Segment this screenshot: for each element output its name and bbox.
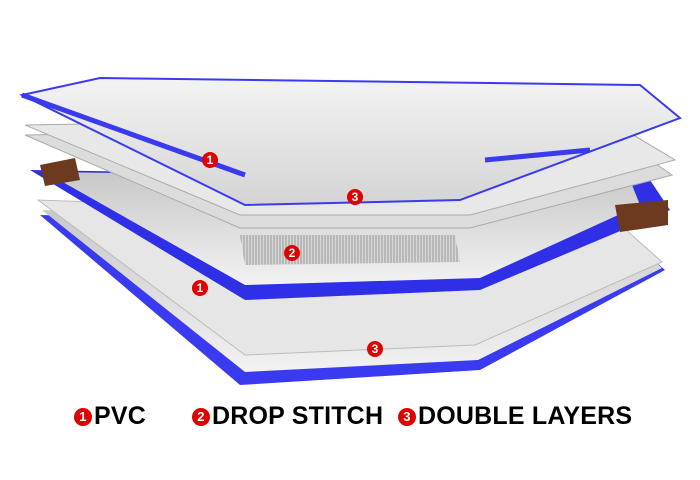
layer-diagram: 1 3 2 1 3: [18, 76, 682, 385]
legend-item-pvc: 1 PVC: [74, 402, 146, 431]
legend-item-double-layers: 3 DOUBLE LAYERS: [398, 402, 632, 431]
legend-label: PVC: [94, 402, 147, 430]
marker-double-layers-top: 3: [347, 189, 363, 205]
marker-pvc-top: 1: [202, 152, 218, 168]
number-badge: 1: [74, 407, 92, 426]
svg-text:1: 1: [207, 153, 214, 167]
marker-drop-stitch: 2: [284, 245, 300, 261]
legend-item-drop-stitch: 2 DROP STITCH: [192, 402, 383, 431]
number-badge: 2: [192, 407, 210, 426]
legend-label: DROP STITCH: [212, 402, 384, 430]
svg-text:2: 2: [289, 246, 296, 260]
legend-label: DOUBLE LAYERS: [418, 402, 633, 430]
top-pvc-layer: [18, 76, 682, 207]
marker-double-layers-bottom: 3: [367, 341, 383, 357]
svg-text:3: 3: [372, 342, 379, 356]
svg-text:1: 1: [197, 281, 204, 295]
svg-text:3: 3: [352, 190, 359, 204]
legend: 1 PVC 2 DROP STITCH 3 DOUBLE LAYERS: [0, 402, 700, 438]
marker-pvc-side: 1: [192, 280, 208, 296]
number-badge: 3: [398, 407, 416, 426]
